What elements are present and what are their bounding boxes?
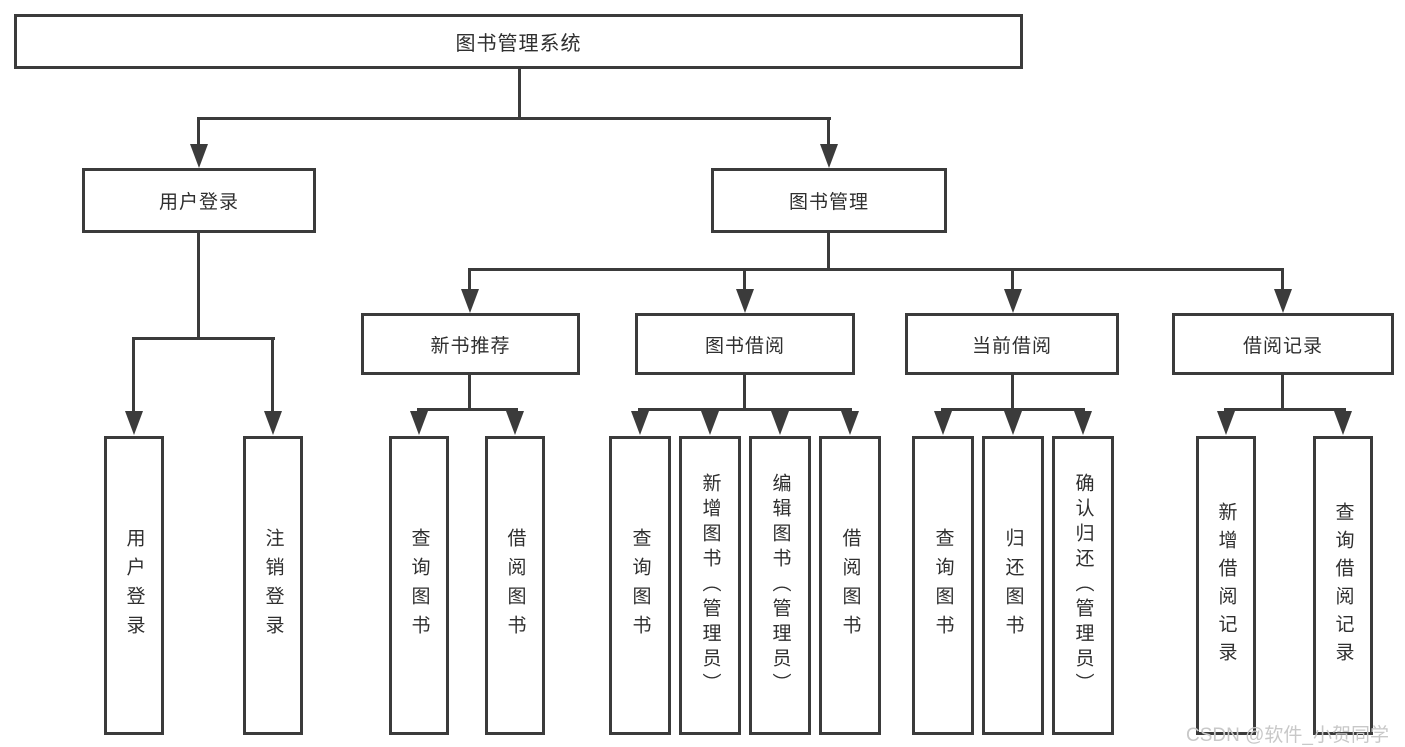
connector-g2-branch	[417, 408, 518, 411]
node-book-borrow: 图书借阅	[635, 313, 855, 375]
connector-root-drop	[518, 69, 521, 119]
arrow-to-current	[1004, 289, 1022, 313]
leaf-current-query: 查询图书	[912, 436, 974, 735]
leaf-query-borrow-record: 查询借阅记录	[1313, 436, 1373, 735]
arrow-to-newbook	[461, 289, 479, 313]
arrow-to-br-query	[1334, 411, 1352, 435]
leaf-query-borrow-record-label: 查询借阅记录	[1332, 501, 1354, 670]
leaf-borrow-book: 借阅图书	[819, 436, 881, 735]
node-current-borrow: 当前借阅	[905, 313, 1119, 375]
connector-g1-stub-a	[132, 337, 135, 413]
leaf-newbook-borrow-label: 借阅图书	[504, 527, 526, 644]
connector-records-drop	[1281, 375, 1284, 410]
arrow-to-nb-borrow	[506, 411, 524, 435]
connector-l2-branch	[197, 117, 831, 120]
node-root-label: 图书管理系统	[455, 33, 582, 55]
leaf-add-borrow-record-label: 新增借阅记录	[1215, 501, 1237, 670]
leaf-logout-label: 注销登录	[262, 527, 284, 644]
connector-newbook-drop	[468, 375, 471, 410]
node-borrow-records: 借阅记录	[1172, 313, 1394, 375]
leaf-newbook-query-label: 查询图书	[408, 527, 430, 644]
node-book-management: 图书管理	[711, 168, 947, 233]
leaf-return-book-label: 归还图书	[1002, 527, 1024, 644]
connector-l3-stub-c	[1011, 268, 1014, 291]
connector-borrow-drop	[743, 375, 746, 410]
leaf-user-login: 用户登录	[104, 436, 164, 735]
leaf-user-login-label: 用户登录	[123, 527, 145, 644]
arrow-to-borrow	[736, 289, 754, 313]
arrow-to-bb-query	[631, 411, 649, 435]
leaf-return-book: 归还图书	[982, 436, 1044, 735]
leaf-add-book-admin: 新增图书（管理员）	[679, 436, 741, 735]
leaf-current-query-label: 查询图书	[932, 527, 954, 644]
connector-l2-stub-login	[197, 117, 200, 146]
node-newbook-recommend: 新书推荐	[361, 313, 580, 375]
arrow-to-user-login	[190, 144, 208, 168]
connector-g4-branch	[941, 408, 1085, 411]
watermark-text: CSDN @软件_小贺同学	[1186, 725, 1389, 746]
leaf-newbook-query: 查询图书	[389, 436, 449, 735]
node-borrow-records-label: 借阅记录	[1242, 335, 1323, 357]
connector-mgmt-drop	[827, 233, 830, 271]
arrow-to-bb-borrow	[841, 411, 859, 435]
node-user-login-label: 用户登录	[158, 192, 239, 213]
connector-login-drop	[197, 233, 200, 340]
leaf-borrow-query: 查询图书	[609, 436, 671, 735]
node-root: 图书管理系统	[14, 14, 1023, 69]
leaf-add-book-admin-label: 新增图书（管理员）	[699, 473, 721, 698]
arrow-to-cb-confirm	[1074, 411, 1092, 435]
arrow-to-cb-return	[1004, 411, 1022, 435]
connector-g1-stub-b	[271, 337, 274, 413]
arrow-to-book-mgmt	[820, 144, 838, 168]
arrow-to-br-add	[1217, 411, 1235, 435]
connector-l3-stub-a	[468, 268, 471, 291]
node-newbook-recommend-label: 新书推荐	[430, 335, 511, 357]
connector-g3-branch	[638, 408, 852, 411]
arrow-to-records	[1274, 289, 1292, 313]
arrow-to-logout-leaf	[264, 411, 282, 435]
connector-l2-stub-mgmt	[827, 117, 830, 146]
node-user-login: 用户登录	[82, 168, 316, 233]
arrow-to-login-leaf	[125, 411, 143, 435]
leaf-borrow-book-label: 借阅图书	[839, 527, 861, 644]
leaf-logout: 注销登录	[243, 436, 303, 735]
connector-l3-stub-d	[1281, 268, 1284, 291]
node-book-management-label: 图书管理	[788, 192, 869, 213]
leaf-confirm-return-admin-label: 确认归还（管理员）	[1072, 473, 1094, 698]
node-current-borrow-label: 当前借阅	[971, 335, 1052, 357]
leaf-add-borrow-record: 新增借阅记录	[1196, 436, 1256, 735]
connector-l3-branch	[468, 268, 1284, 271]
connector-g5-branch	[1224, 408, 1346, 411]
connector-l3-stub-b	[743, 268, 746, 291]
leaf-edit-book-admin-label: 编辑图书（管理员）	[769, 473, 791, 698]
leaf-borrow-query-label: 查询图书	[629, 527, 651, 644]
leaf-confirm-return-admin: 确认归还（管理员）	[1052, 436, 1114, 735]
arrow-to-bb-add	[701, 411, 719, 435]
arrow-to-bb-edit	[771, 411, 789, 435]
arrow-to-nb-query	[410, 411, 428, 435]
node-book-borrow-label: 图书借阅	[704, 335, 785, 357]
arrow-to-cb-query	[934, 411, 952, 435]
connector-g1-branch	[132, 337, 275, 340]
leaf-edit-book-admin: 编辑图书（管理员）	[749, 436, 811, 735]
connector-current-drop	[1011, 375, 1014, 410]
leaf-newbook-borrow: 借阅图书	[485, 436, 545, 735]
